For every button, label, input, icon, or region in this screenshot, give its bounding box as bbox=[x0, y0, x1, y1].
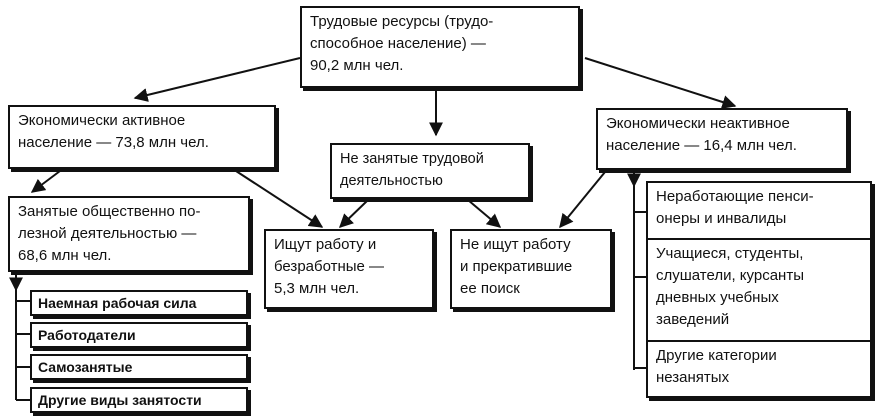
arrow-inactive-to-notseeking bbox=[559, 171, 606, 229]
arrow-root-to-active bbox=[133, 57, 301, 102]
arrow-root-to-inactive bbox=[584, 57, 737, 109]
arrow-notemployed-to-notseeking bbox=[467, 199, 502, 228]
node-labor-resources: Трудовые ресурсы (трудо- способное насел… bbox=[300, 6, 580, 88]
employment-type-employers: Работодатели bbox=[30, 322, 248, 348]
employment-type-hired: Наемная рабочая сила bbox=[30, 290, 248, 316]
node-not-employed: Не занятые трудовой деятельностью bbox=[330, 143, 530, 199]
node-economically-inactive: Экономически неактивное население — 16,4… bbox=[596, 108, 848, 170]
arrow-notemployed-to-seeking bbox=[338, 199, 369, 228]
node-economically-active: Экономически активное население — 73,8 м… bbox=[8, 105, 276, 169]
node-not-seeking-work: Не ищут работу и прекратившие ее поиск bbox=[450, 229, 612, 309]
employment-type-self-employed: Самозанятые bbox=[30, 354, 248, 380]
node-seeking-work: Ищут работу и безработные — 5,3 млн чел. bbox=[264, 229, 434, 309]
inactive-group-other: Другие категории незанятых bbox=[656, 347, 777, 386]
employment-type-other: Другие виды занятости bbox=[30, 387, 248, 413]
node-employed: Занятые общественно по- лезной деятельно… bbox=[8, 196, 250, 272]
inactive-groups-stack: Неработающие пенси- онеры и инвалиды Уча… bbox=[646, 181, 872, 398]
arrow-active-to-employed bbox=[30, 170, 61, 193]
inactive-group-students: Учащиеся, студенты, слушатели, курсанты … bbox=[648, 240, 870, 342]
inactive-group-pensioners: Неработающие пенси- онеры и инвалиды bbox=[648, 183, 870, 240]
arrow-active-to-seeking bbox=[235, 170, 324, 228]
